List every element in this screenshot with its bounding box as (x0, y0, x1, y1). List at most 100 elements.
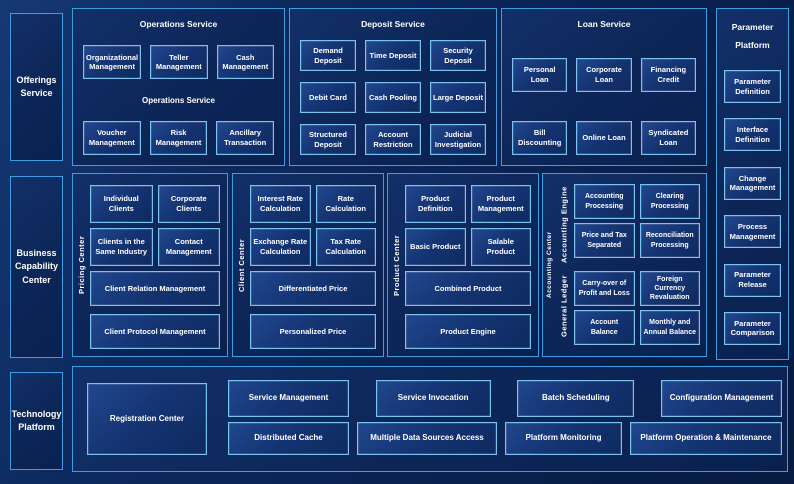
box-platform-monitoring: Platform Monitoring (505, 422, 622, 455)
loan-row-2: Bill Discounting Online Loan Syndicated … (512, 121, 696, 155)
group-accounting-center: Accounting Center Accounting Engine Gene… (542, 173, 707, 357)
pricing-center-content: Individual Clients Corporate Clients Cli… (90, 174, 227, 356)
box-parameter-comparison: Parameter Comparison (724, 311, 781, 345)
deposit-row-1: Demand Deposit Time Deposit Security Dep… (300, 40, 486, 71)
box-rate-calculation: Rate Calculation (315, 185, 376, 223)
box-individual-clients: Individual Clients (90, 185, 153, 223)
operations-row-1: Organizational Management Teller Managem… (83, 45, 274, 80)
box-clients-same-industry: Clients in the Same Industry (90, 228, 153, 266)
box-differentiated-price: Differentiated Price (250, 271, 376, 306)
box-product-engine: Product Engine (405, 314, 531, 349)
box-organizational-management: Organizational Management (83, 45, 142, 80)
box-multiple-data-sources-access: Multiple Data Sources Access (357, 422, 497, 455)
box-personalized-price: Personalized Price (250, 314, 376, 349)
box-corporate-loan: Corporate Loan (576, 58, 632, 92)
client-center-vertical-label: Client Center (237, 238, 246, 292)
client-center-content: Interest Rate Calculation Rate Calculati… (250, 174, 383, 356)
box-bill-discounting: Bill Discounting (512, 121, 568, 155)
box-clearing-processing: Clearing Processing (639, 184, 700, 219)
box-financing-credit: Financing Credit (640, 58, 696, 92)
box-teller-management: Teller Management (150, 45, 208, 80)
box-product-definition: Product Definition (405, 185, 466, 223)
sidebar-offerings-service: Offerings Service (10, 13, 63, 161)
box-ancillary-transaction: Ancillary Transaction (216, 120, 275, 155)
box-tax-rate-calculation: Tax Rate Calculation (315, 228, 376, 266)
accounting-center-content: Accounting Processing Clearing Processin… (572, 174, 706, 356)
group-loan-service: Loan Service Personal Loan Corporate Loa… (501, 8, 707, 166)
operations-service-title: Operations Service (139, 19, 218, 29)
box-parameter-release: Parameter Release (724, 263, 781, 297)
sidebar-technology-platform: Technology Platform (10, 372, 63, 470)
group-client-center: Client Center Interest Rate Calculation … (232, 173, 384, 357)
box-interface-definition: Interface Definition (724, 118, 781, 152)
box-exchange-rate-calculation: Exchange Rate Calculation (250, 228, 311, 266)
box-registration-center: Registration Center (87, 383, 207, 455)
box-risk-management: Risk Management (149, 120, 208, 155)
box-parameter-definition: Parameter Definition (724, 70, 781, 104)
box-monthly-annual-balance: Monthly and Annual Balance (639, 310, 700, 345)
box-syndicated-loan: Syndicated Loan (640, 121, 696, 155)
box-interest-rate-calculation: Interest Rate Calculation (250, 185, 311, 223)
box-debit-card: Debit Card (300, 82, 356, 113)
product-center-vertical-label: Product Center (392, 234, 401, 296)
accounting-center-vertical-label: Accounting Center (546, 231, 553, 299)
box-platform-operation-maintenance: Platform Operation & Maintenance (630, 422, 782, 455)
box-client-protocol-management: Client Protocol Management (90, 314, 220, 349)
box-cash-management: Cash Management (216, 45, 274, 80)
box-configuration-management: Configuration Management (660, 380, 782, 417)
box-judicial-investigation: Judicial Investigation (430, 124, 486, 155)
box-change-management: Change Management (724, 166, 781, 200)
deposit-row-2: Debit Card Cash Pooling Large Deposit (300, 82, 486, 113)
parameter-platform-title: Parameter Platform (731, 22, 774, 50)
box-cash-pooling: Cash Pooling (365, 82, 421, 113)
box-service-invocation: Service Invocation (375, 380, 491, 417)
box-time-deposit: Time Deposit (365, 40, 421, 71)
operations-row-2: Voucher Management Risk Management Ancil… (83, 120, 275, 155)
sidebar-business-capability-center: Business Capability Center (10, 176, 63, 358)
group-pricing-center: Pricing Center Individual Clients Corpor… (72, 173, 228, 357)
box-salable-product: Salable Product (470, 228, 531, 266)
box-account-balance: Account Balance (574, 310, 635, 345)
box-structured-deposit: Structured Deposit (300, 124, 356, 155)
group-deposit-service: Deposit Service Demand Deposit Time Depo… (289, 8, 497, 166)
technology-row-1: Service Management Service Invocation Ba… (228, 380, 782, 417)
box-account-restriction: Account Restriction (365, 124, 421, 155)
box-price-and-tax-separated: Price and Tax Separated (574, 223, 635, 258)
box-voucher-management: Voucher Management (83, 120, 141, 155)
box-large-deposit: Large Deposit (430, 82, 486, 113)
box-contact-management: Contact Management (157, 228, 220, 266)
product-center-content: Product Definition Product Management Ba… (405, 174, 538, 356)
box-process-management: Process Management (724, 215, 781, 249)
deposit-row-3: Structured Deposit Account Restriction J… (300, 124, 486, 155)
technology-grid: Service Management Service Invocation Ba… (228, 380, 782, 455)
box-combined-product: Combined Product (405, 271, 531, 306)
accounting-sub-labels: Accounting Engine General Ledger (556, 174, 572, 356)
loan-row-1: Personal Loan Corporate Loan Financing C… (512, 58, 696, 92)
group-technology-platform: Registration Center Service Management S… (72, 366, 788, 472)
group-operations-service: Operations Service Organizational Manage… (72, 8, 285, 166)
box-corporate-clients: Corporate Clients (157, 185, 220, 223)
box-basic-product: Basic Product (405, 228, 466, 266)
box-reconciliation-processing: Reconciliation Processing (639, 223, 700, 258)
deposit-service-title: Deposit Service (361, 19, 425, 29)
pricing-center-vertical-label: Pricing Center (77, 235, 86, 295)
box-distributed-cache: Distributed Cache (228, 422, 349, 455)
box-product-management: Product Management (470, 185, 531, 223)
group-product-center: Product Center Product Definition Produc… (387, 173, 539, 357)
general-ledger-vertical-label: General Ledger (559, 274, 569, 337)
loan-service-title: Loan Service (577, 19, 631, 29)
technology-row-2: Distributed Cache Multiple Data Sources … (228, 422, 782, 455)
group-parameter-platform: Parameter Platform Parameter Definition … (716, 8, 789, 360)
box-security-deposit: Security Deposit (430, 40, 486, 71)
box-service-management: Service Management (228, 380, 349, 417)
box-batch-scheduling: Batch Scheduling (517, 380, 635, 417)
box-client-relation-management: Client Relation Management (90, 271, 220, 306)
box-carry-over-profit-loss: Carry-over of Profit and Loss (574, 271, 635, 306)
operations-service-mid-title: Operations Service (142, 95, 215, 105)
box-foreign-currency-revaluation: Foreign Currency Revaluation (639, 271, 700, 306)
box-accounting-processing: Accounting Processing (574, 184, 635, 219)
box-online-loan: Online Loan (576, 121, 632, 155)
accounting-engine-vertical-label: Accounting Engine (559, 186, 569, 263)
box-demand-deposit: Demand Deposit (300, 40, 356, 71)
